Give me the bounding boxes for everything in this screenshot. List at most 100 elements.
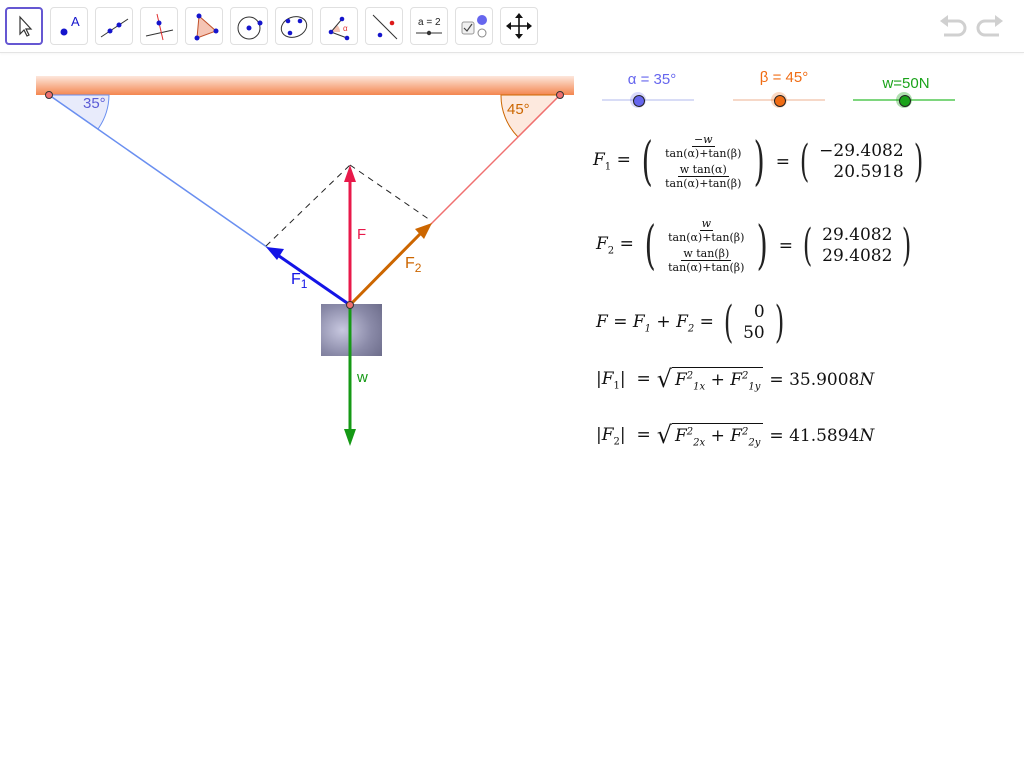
F-y-value: 50 <box>743 323 765 343</box>
redo-button[interactable] <box>975 12 1005 42</box>
ceiling <box>36 76 574 95</box>
left-paren: ( <box>723 297 734 348</box>
F2-magnitude-value: 41.5894 <box>789 425 860 446</box>
slider-alpha-label: α = 35° <box>627 71 677 88</box>
radical-sign: √ <box>656 421 672 449</box>
equals-sign: = <box>778 235 793 256</box>
graphics-view[interactable]: 35° 45° F F1 F2 w α = 35° β = 45° w=50N … <box>0 53 1024 768</box>
F2-y-value: 29.4082 <box>822 245 893 266</box>
F1-symbol: F <box>593 150 605 171</box>
redo-icon <box>976 15 1003 37</box>
svg-text:α: α <box>343 24 348 33</box>
slider-beta-handle[interactable] <box>774 95 786 107</box>
radicand: F21x + F21y <box>671 367 764 392</box>
undo-button[interactable] <box>938 12 968 42</box>
right-paren: ) <box>913 135 923 187</box>
fraction: w tan(α)tan(α)+tan(β) <box>663 163 743 190</box>
diagram <box>36 76 574 446</box>
left-paren: ( <box>802 219 813 271</box>
svg-text:a = 2: a = 2 <box>418 17 441 28</box>
perpendicular-line-tool-button[interactable] <box>140 7 178 45</box>
move-tool-button[interactable] <box>5 7 43 45</box>
vector-w-label: w <box>357 369 368 386</box>
fraction-numerator: w tan(α) <box>677 163 729 177</box>
conic-tool-button[interactable] <box>275 7 313 45</box>
fraction-denominator: tan(α)+tan(β) <box>665 177 742 190</box>
slider-tool-button[interactable]: a = 2 <box>410 7 448 45</box>
parallelogram-edge-right <box>349 164 431 221</box>
move-graphics-view-tool-button[interactable] <box>500 7 538 45</box>
vector-F1-arrowhead <box>266 247 284 260</box>
angle-beta-label: 45° <box>507 101 530 118</box>
slider-icon: a = 2 <box>416 17 442 36</box>
reflect-tool-button[interactable] <box>365 7 403 45</box>
left-paren: ( <box>799 135 810 187</box>
F1-magnitude-value: 35.9008 <box>789 369 860 390</box>
F-x-value: 0 <box>753 302 765 322</box>
equation-F2-magnitude: |F2| = √F22x + F22y = 41.5894N <box>596 423 875 449</box>
fraction-denominator: tan(α)+tan(β) <box>665 147 742 160</box>
vector-F2-label: F2 <box>405 255 421 275</box>
slider-beta-label: β = 45° <box>759 69 809 86</box>
vector-F1-label-text: F <box>291 271 301 288</box>
line-tool-button[interactable] <box>95 7 133 45</box>
anchor-point-left[interactable] <box>45 91 53 99</box>
polygon-tool-button[interactable] <box>185 7 223 45</box>
angle-tool-button[interactable]: α <box>320 7 358 45</box>
undo-icon <box>940 15 967 37</box>
fraction-numerator: −w <box>691 133 715 147</box>
right-paren: ) <box>753 131 766 192</box>
radicand: F22x + F22y <box>671 423 764 448</box>
slider-alpha-track[interactable] <box>602 99 694 101</box>
circle-tool-button[interactable] <box>230 7 268 45</box>
vector-F1[interactable] <box>278 254 351 307</box>
checkbox-radio-icon <box>461 15 487 38</box>
F1-magnitude-rhs: = 35.9008N <box>769 369 875 390</box>
polygon-icon <box>194 13 219 41</box>
F2-symbol: F <box>596 234 608 255</box>
equation-F2-lhs: F2 = <box>596 234 634 257</box>
vector-F1-label: F1 <box>291 271 307 291</box>
anchor-point-right[interactable] <box>556 91 564 99</box>
vector-F2-arrowhead <box>415 223 432 239</box>
F2-magnitude-rhs: = 41.5894N <box>769 425 875 446</box>
equals-sign: = <box>775 151 790 172</box>
right-paren: ) <box>774 297 785 348</box>
F2-subscript: 2 <box>607 245 615 257</box>
fraction: w tan(β)tan(α)+tan(β) <box>666 247 746 274</box>
F1-magnitude-unit: N <box>859 369 875 390</box>
radical-sign: √ <box>656 365 672 393</box>
F2-x-value: 29.4082 <box>822 224 893 245</box>
checkbox-tool-button[interactable] <box>455 7 493 45</box>
slider-w-label: w=50N <box>882 75 930 92</box>
parallelogram-edge-left <box>265 164 351 247</box>
equation-F-lhs: F = F1 + F2 = <box>596 311 714 335</box>
circle-center-icon <box>237 16 263 40</box>
slider-w-handle[interactable] <box>899 95 911 107</box>
vector-F-label: F <box>357 226 367 243</box>
vector-F-arrowhead <box>344 165 356 182</box>
line-through-points-icon <box>100 18 129 38</box>
point-tool-button[interactable]: A <box>50 7 88 45</box>
F1-subscript: 1 <box>604 161 612 173</box>
junction-point[interactable] <box>346 301 354 309</box>
square-root: √F22x + F22y <box>657 423 764 448</box>
fraction-denominator: tan(α)+tan(β) <box>668 261 745 274</box>
F2-magnitude-unit: N <box>859 425 875 446</box>
slider-alpha-handle[interactable] <box>633 95 645 107</box>
ellipse-icon <box>280 16 308 38</box>
equation-F1-magnitude: |F1| = √F21x + F21y = 35.9008N <box>596 365 875 393</box>
vector-F2[interactable] <box>348 232 422 307</box>
fraction-denominator: tan(α)+tan(β) <box>668 231 745 244</box>
move-arrows-icon <box>506 13 532 39</box>
vector-F2-label-sub: 2 <box>414 261 422 276</box>
point-icon: A <box>60 14 80 36</box>
